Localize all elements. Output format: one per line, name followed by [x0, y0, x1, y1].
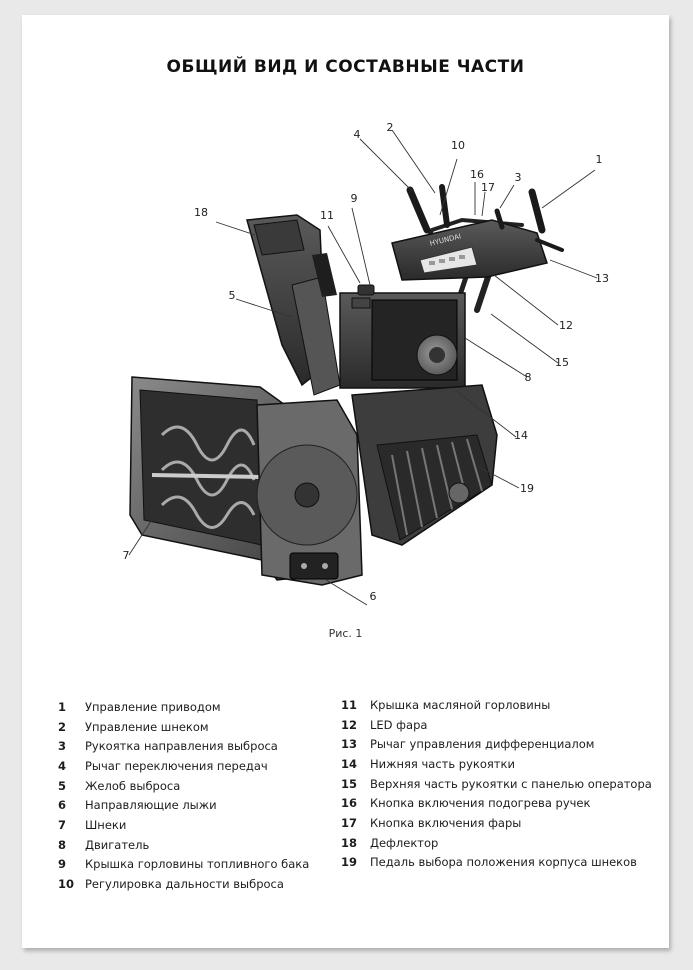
legend-number: 2: [58, 719, 67, 734]
callout-14: 14: [514, 429, 528, 442]
callout-16: 16: [470, 168, 484, 181]
callout-15: 15: [555, 356, 569, 369]
callout-3: 3: [514, 171, 522, 184]
callout-13: 13: [595, 272, 609, 285]
legend-number: 8: [58, 837, 67, 852]
legend-item: 17 Кнопка включения фары: [341, 813, 652, 833]
auger-housing: [129, 376, 363, 586]
legend-item: 9 Крышка горловины топливного бака: [58, 855, 309, 875]
legend-text: Кнопка включения фары: [370, 815, 522, 830]
callout-2: 2: [386, 121, 394, 134]
legend-number: 4: [58, 758, 67, 773]
callout-19: 19: [520, 482, 534, 495]
legend-text: Регулировка дальности выброса: [85, 877, 284, 892]
legend-text: Крышка масляной горловины: [370, 697, 551, 712]
legend-number: 17: [341, 815, 358, 830]
track-drive: [351, 384, 498, 546]
legend-text: Нижняя часть рукоятки: [370, 756, 515, 771]
legend-text: Управление приводом: [85, 699, 221, 714]
callout-1: 1: [595, 153, 603, 166]
callout-18: 18: [194, 206, 208, 219]
legend-text: Дефлектор: [370, 835, 439, 850]
callout-9: 9: [350, 192, 358, 205]
callout-11: 11: [320, 209, 334, 222]
legend-number: 12: [341, 717, 358, 732]
page-title: ОБЩИЙ ВИД И СОСТАВНЫЕ ЧАСТИ: [166, 57, 525, 77]
legend-text: Крышка горловины топливного бака: [85, 857, 310, 872]
legend-number: 18: [341, 835, 358, 850]
legend-number: 7: [58, 817, 67, 832]
legend-text: LED фара: [370, 717, 428, 732]
legend-text: Рукоятка направления выброса: [85, 739, 278, 754]
callout-10: 10: [451, 139, 465, 152]
legend-number: 16: [341, 796, 358, 811]
legend-item: 3 Рукоятка направления выброса: [58, 736, 309, 756]
parts-legend-right: 11 Крышка масляной горловины 12 LED фара 1…: [341, 695, 652, 872]
legend-number: 13: [341, 737, 358, 752]
legend-text: Кнопка включения подогрева ручек: [370, 796, 591, 811]
legend-number: 5: [58, 778, 67, 793]
legend-item: 12 LED фара: [341, 715, 652, 735]
legend-item: 8 Двигатель: [58, 835, 309, 855]
callout-8: 8: [524, 371, 532, 384]
callout-leaders: [128, 129, 598, 606]
legend-number: 15: [341, 776, 358, 791]
legend-item: 16 Кнопка включения подогрева ручек: [341, 793, 652, 813]
callout-7: 7: [122, 549, 130, 562]
legend-item: 1 Управление приводом: [58, 697, 309, 717]
legend-number: 9: [58, 857, 67, 872]
legend-item: 18 Дефлектор: [341, 833, 652, 853]
legend-item: 19 Педаль выбора положения корпуса шнеков: [341, 853, 652, 873]
callout-4: 4: [353, 128, 361, 141]
discharge-chute: [246, 214, 341, 396]
legend-text: Направляющие лыжи: [85, 798, 217, 813]
callout-6: 6: [369, 590, 377, 603]
legend-number: 19: [341, 855, 358, 870]
manual-page: ОБЩИЙ ВИД И СОСТАВНЫЕ ЧАСТИ: [22, 15, 669, 948]
legend-number: 11: [341, 697, 358, 712]
legend-text: Рычаг переключения передач: [85, 758, 268, 773]
legend-item: 15 Верхняя часть рукоятки с панелью опера…: [341, 774, 652, 794]
callout-5: 5: [228, 289, 236, 302]
legend-item: 2 Управление шнеком: [58, 717, 309, 737]
legend-number: 1: [58, 699, 67, 714]
legend-text: Верхняя часть рукоятки с панелью операто…: [370, 776, 652, 791]
legend-item: 5 Желоб выброса: [58, 776, 309, 796]
legend-number: 10: [58, 877, 75, 892]
legend-item: 4 Рычаг переключения передач: [58, 756, 309, 776]
legend-item: 7 Шнеки: [58, 815, 309, 835]
legend-item: 6 Направляющие лыжи: [58, 795, 309, 815]
legend-number: 6: [58, 798, 67, 813]
handle-grips: [406, 184, 564, 252]
callout-17: 17: [481, 181, 495, 194]
legend-number: 14: [341, 756, 358, 771]
legend-item: 14 Нижняя часть рукоятки: [341, 754, 652, 774]
legend-item: 11 Крышка масляной горловины: [341, 695, 652, 715]
legend-item: 10 Регулировка дальности выброса: [58, 874, 309, 894]
figure-caption: Рис. 1: [328, 627, 363, 640]
legend-text: Рычаг управления дифференциалом: [370, 737, 595, 752]
legend-item: 13 Рычаг управления дифференциалом: [341, 734, 652, 754]
legend-number: 3: [58, 739, 67, 754]
legend-text: Шнеки: [85, 817, 127, 832]
engine: [339, 284, 466, 389]
legend-text: Педаль выбора положения корпуса шнеков: [370, 855, 637, 870]
legend-text: Двигатель: [85, 837, 150, 852]
legend-text: Управление шнеком: [85, 719, 209, 734]
legend-text: Желоб выброса: [85, 778, 181, 793]
callout-12: 12: [559, 319, 573, 332]
snow-blower-illustration: HYUNDAI: [128, 129, 598, 606]
